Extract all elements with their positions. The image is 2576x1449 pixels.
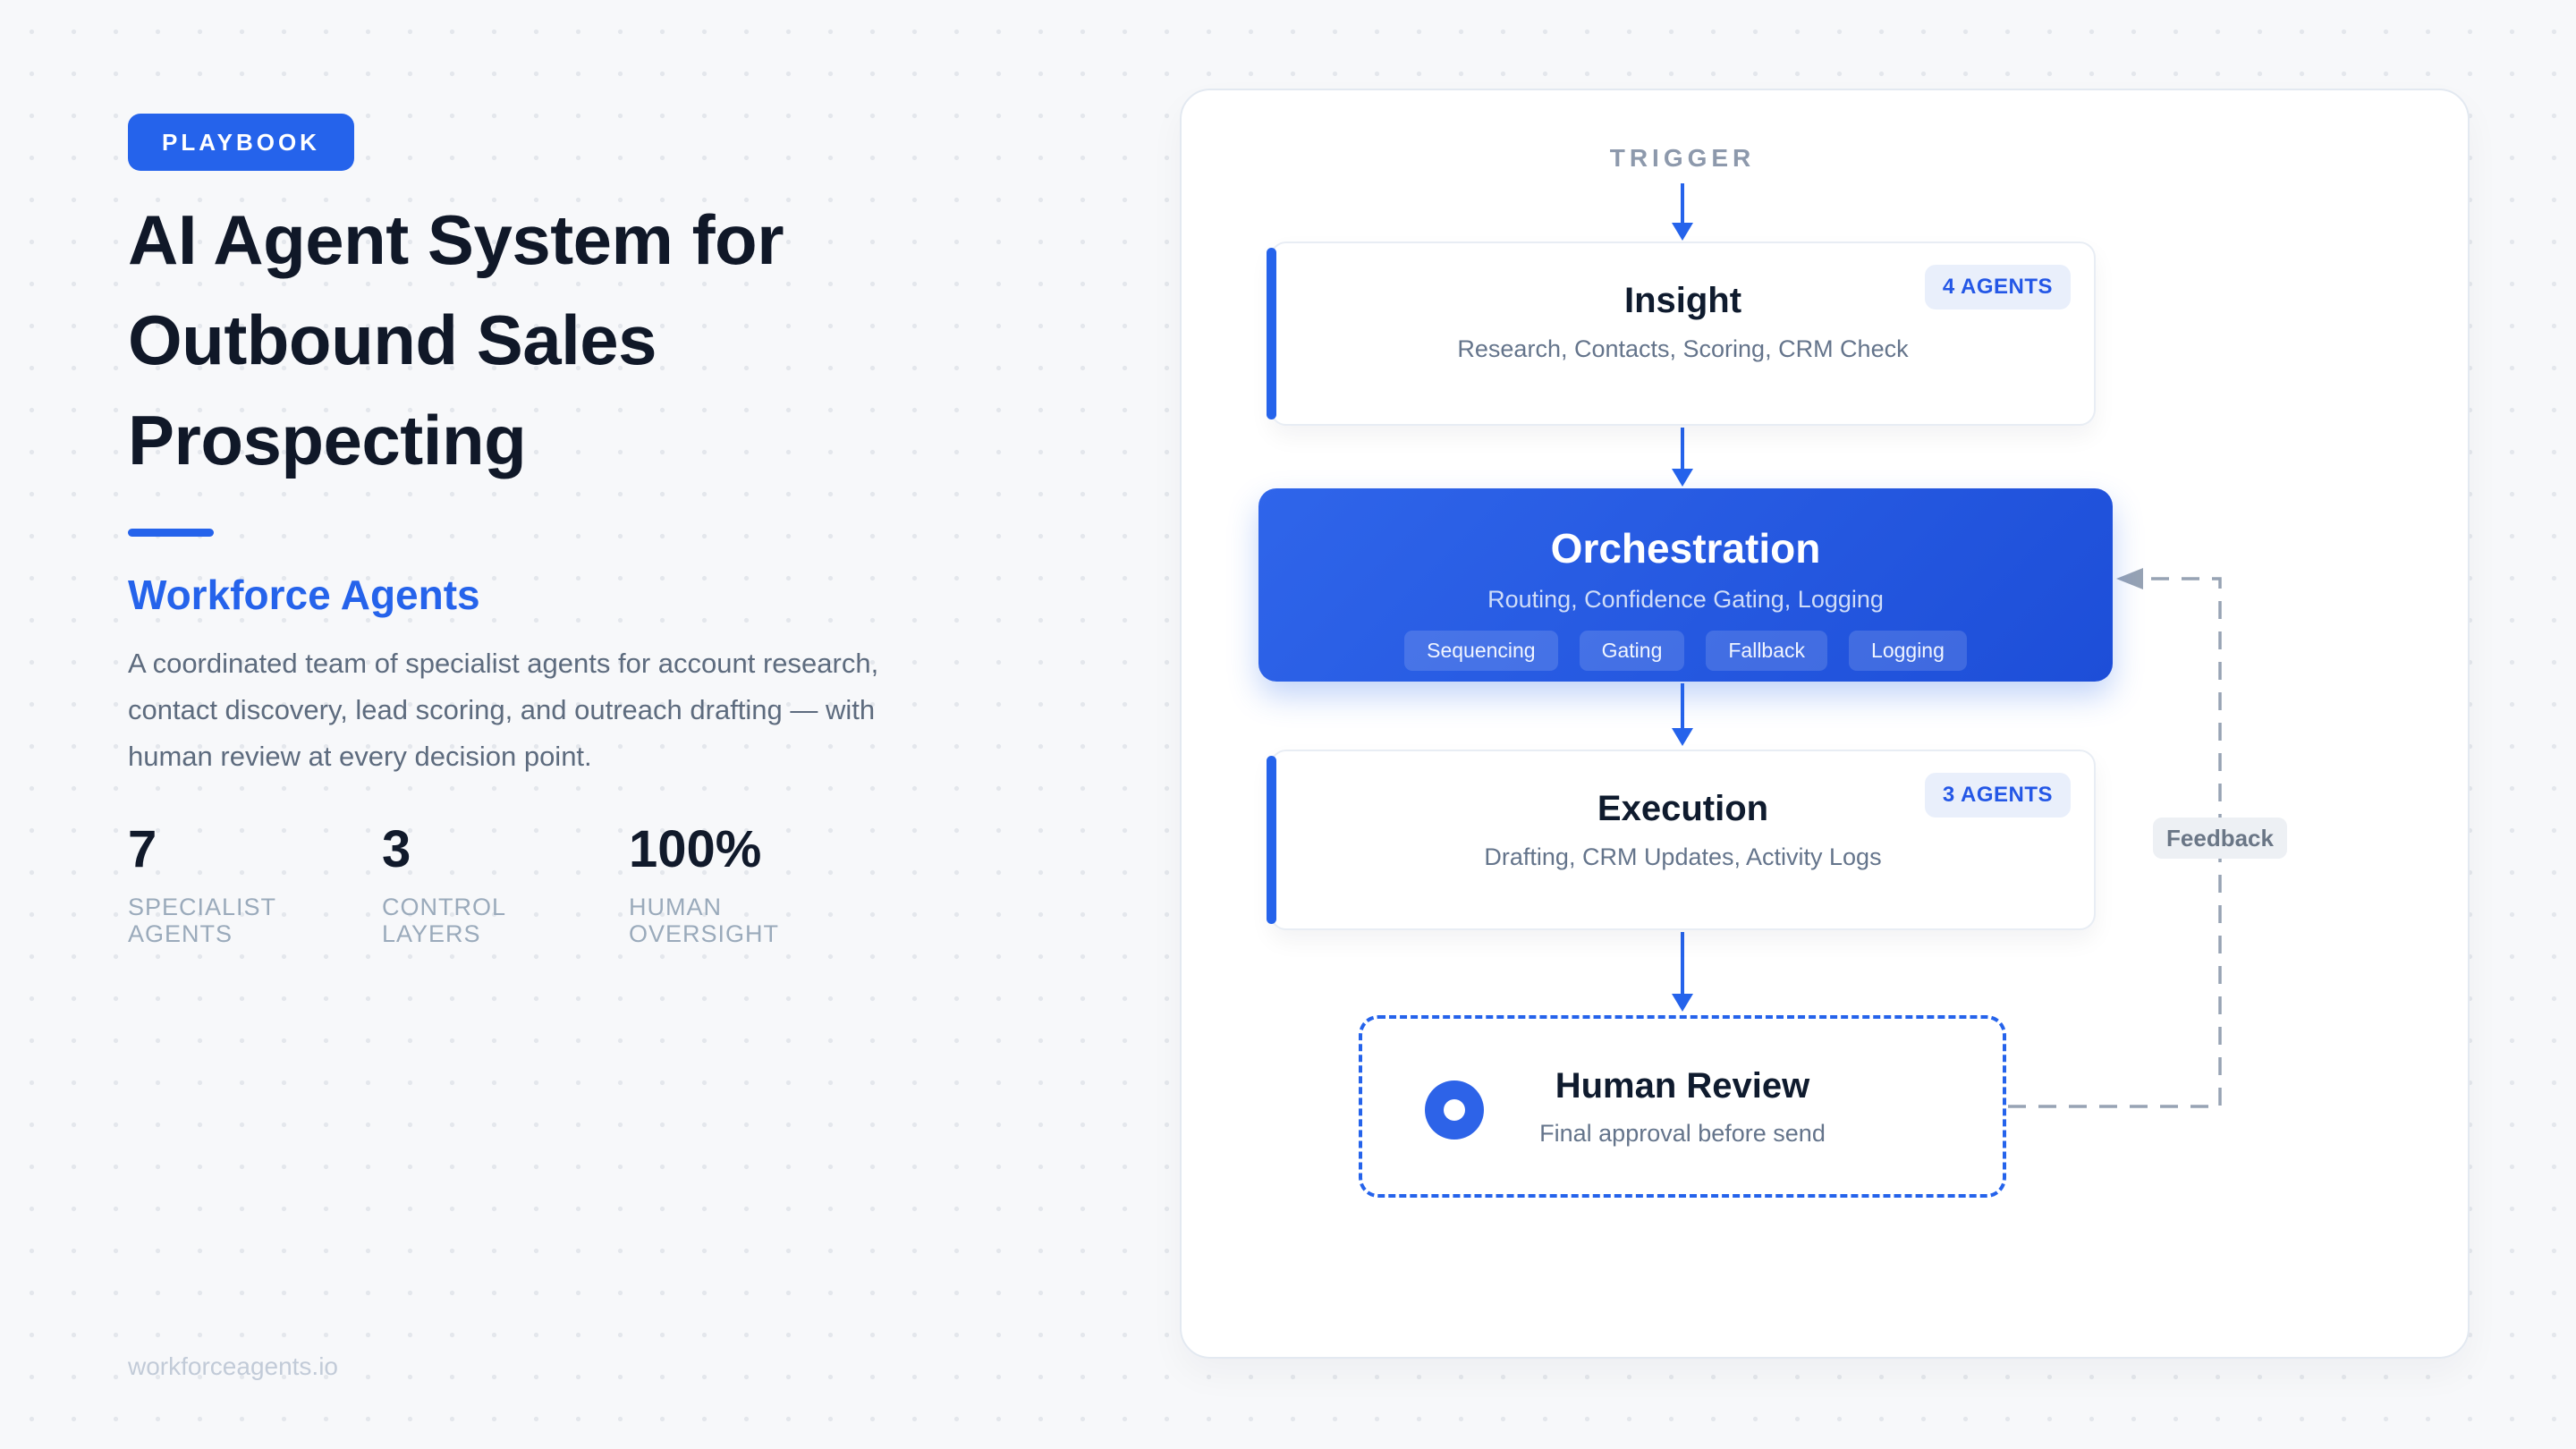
flow-diagram-card: TRIGGER Insight Research, Contacts, Scor… xyxy=(1180,89,2470,1359)
execution-accent-bar xyxy=(1267,756,1276,924)
chip-gating: Gating xyxy=(1579,631,1685,671)
orchestration-to-execution-arrowhead-icon xyxy=(1672,728,1693,746)
node-execution: Execution Drafting, CRM Updates, Activit… xyxy=(1267,750,2096,930)
stat-label: HUMAN OVERSIGHT xyxy=(629,894,780,947)
node-insight: Insight Research, Contacts, Scoring, CRM… xyxy=(1267,242,2096,426)
stat-human-oversight: 100% HUMAN OVERSIGHT xyxy=(629,819,780,947)
stat-label: CONTROL LAYERS xyxy=(382,894,506,947)
page-title-line-3: Prospecting xyxy=(128,401,527,479)
page-title-line-2: Outbound Sales xyxy=(128,301,657,379)
page-title: AI Agent System for Outbound Sales Prosp… xyxy=(128,190,1004,490)
stat-value: 3 xyxy=(382,820,411,878)
stat-label: SPECIALIST AGENTS xyxy=(128,894,276,947)
node-orchestration: Orchestration Routing, Confidence Gating… xyxy=(1258,488,2113,682)
execution-title: Execution xyxy=(1597,789,1769,828)
accent-divider xyxy=(128,529,214,537)
human-review-subtitle: Final approval before send xyxy=(1539,1119,1826,1147)
stats-row: 7 SPECIALIST AGENTS 3 CONTROL LAYERS 100… xyxy=(128,819,933,947)
stat-value: 100% xyxy=(629,820,762,878)
feedback-label: Feedback xyxy=(2153,818,2287,859)
chip-fallback: Fallback xyxy=(1706,631,1828,671)
orchestration-title: Orchestration xyxy=(1550,525,1821,572)
trigger-label: TRIGGER xyxy=(1609,144,1756,172)
stat-value: 7 xyxy=(128,820,157,878)
insight-agents-badge: 4 AGENTS xyxy=(1924,265,2071,309)
record-dot-icon xyxy=(1425,1080,1484,1140)
node-human-review: Human Review Final approval before send xyxy=(1359,1015,2006,1198)
brand-subtitle: Workforce Agents xyxy=(128,572,480,618)
stat-specialist-agents: 7 SPECIALIST AGENTS xyxy=(128,819,276,947)
insight-accent-bar xyxy=(1267,248,1276,419)
orchestration-subtitle: Routing, Confidence Gating, Logging xyxy=(1487,586,1884,613)
insight-subtitle: Research, Contacts, Scoring, CRM Check xyxy=(1457,335,1909,362)
playbook-badge: PLAYBOOK xyxy=(128,114,354,171)
hero-description: A coordinated team of specialist agents … xyxy=(128,648,879,772)
footer-link[interactable]: workforceagents.io xyxy=(128,1352,339,1380)
feedback-arrowhead-icon xyxy=(2116,568,2143,589)
chip-sequencing: Sequencing xyxy=(1404,631,1558,671)
stat-control-layers: 3 CONTROL LAYERS xyxy=(382,819,525,947)
chip-logging: Logging xyxy=(1849,631,1967,671)
human-review-title: Human Review xyxy=(1555,1065,1810,1106)
orchestration-chips: Sequencing Gating Fallback Logging xyxy=(1404,631,1967,671)
page-title-line-1: AI Agent System for xyxy=(128,200,784,279)
insight-title: Insight xyxy=(1623,281,1742,320)
execution-agents-badge: 3 AGENTS xyxy=(1924,773,2071,818)
trigger-arrowhead-icon xyxy=(1672,223,1693,241)
execution-subtitle: Drafting, CRM Updates, Activity Logs xyxy=(1484,843,1882,870)
insight-to-orchestration-arrowhead-icon xyxy=(1672,469,1693,487)
execution-to-review-arrowhead-icon xyxy=(1672,994,1693,1012)
